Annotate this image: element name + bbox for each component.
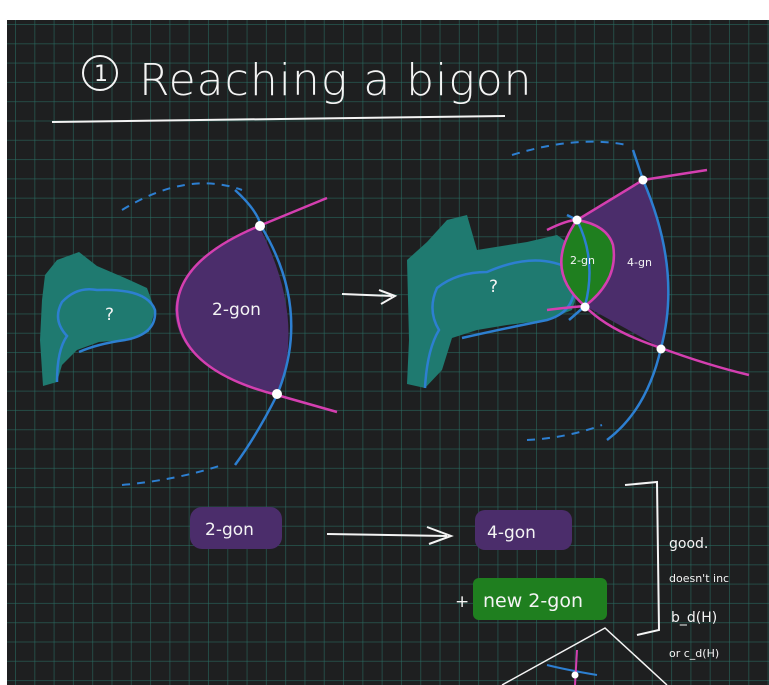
right-figure: ? 2-gn 4-gn [407, 140, 750, 441]
right-unknown-region [407, 215, 582, 388]
right-dashed-arc-top [511, 140, 628, 156]
note-line-3: b_d(H) [671, 610, 717, 626]
right-quadrilateral-region [577, 180, 669, 348]
right-unknown-boundary [423, 259, 576, 389]
plus-sign: + [455, 592, 469, 612]
left-unknown-boundary [55, 288, 157, 383]
right-vertex-inner-top [572, 215, 582, 225]
left-figure: ? 2-gon [40, 182, 338, 486]
left-dashed-arc-top [121, 182, 243, 211]
page-title: Reaching a bigon [139, 55, 533, 106]
left-vertex-top [255, 221, 265, 231]
left-bigon-label: 2-gon [212, 300, 261, 320]
title-number-circle [82, 55, 118, 91]
note-line-2: doesn't inc [669, 572, 729, 585]
right-vertex-top [638, 175, 648, 185]
left-unknown-region [40, 252, 155, 386]
to-box [475, 510, 572, 550]
right-pink-curve-b [546, 168, 708, 312]
right-vertex-inner-bottom [580, 302, 590, 312]
whiteboard-drawing: 1 Reaching a bigon ? 2-gon ? [40, 55, 750, 685]
title-underline [51, 115, 506, 123]
right-inner-label: 2-gn [570, 254, 595, 267]
title-group: 1 Reaching a bigon [51, 55, 533, 123]
transform-arrow-icon [341, 289, 398, 305]
left-blue-curve [233, 189, 293, 466]
bottom-triangle-outline [501, 627, 668, 685]
new-box [473, 578, 607, 620]
title-number: 1 [94, 62, 108, 87]
left-pink-curve-bottom [175, 309, 338, 414]
to-box-label: 4-gon [487, 523, 536, 543]
from-box [190, 507, 282, 549]
from-box-label: 2-gon [205, 520, 254, 540]
note-line-4: or c_d(H) [669, 647, 719, 660]
summary-bracket [624, 480, 661, 636]
new-box-label: new 2-gon [483, 590, 583, 612]
right-dashed-arc-bottom [526, 424, 603, 441]
left-dashed-arc-bottom [121, 464, 223, 486]
right-new-bigon-region [561, 220, 614, 306]
whiteboard-canvas: 1 Reaching a bigon ? 2-gon ? [7, 20, 769, 685]
left-bigon-region [175, 226, 289, 395]
bottom-blue-stroke [546, 664, 598, 676]
right-unknown-label: ? [489, 277, 498, 297]
summary-group: 2-gon 4-gon + new 2-gon good. doesn't in… [190, 480, 729, 660]
bottom-pink-stroke [574, 649, 578, 685]
left-unknown-label: ? [105, 305, 114, 325]
bottom-partial-sketch [501, 627, 668, 685]
left-vertex-bottom [272, 389, 282, 399]
summary-arrow-icon [326, 526, 454, 545]
left-pink-curve-top [175, 196, 328, 311]
bottom-vertex [571, 671, 579, 679]
right-vertex-bottom [656, 344, 666, 354]
note-line-1: good. [669, 536, 708, 552]
right-outer-label: 4-gn [627, 256, 652, 269]
right-blue-curve-outer [606, 149, 670, 441]
